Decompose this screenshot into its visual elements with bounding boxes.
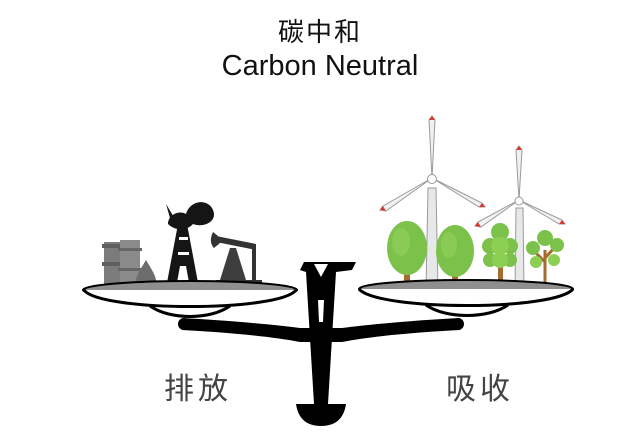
left-pan — [82, 280, 298, 318]
emission-label: 排放 — [164, 372, 232, 407]
right-pan — [357, 279, 575, 317]
tree-icon — [526, 230, 564, 288]
oil-barrel-icon — [102, 240, 142, 286]
balance-scale — [178, 262, 464, 426]
oil-derrick-icon — [166, 202, 214, 288]
tree-icon — [387, 221, 427, 288]
tree-icon — [482, 223, 518, 288]
title-chinese: 碳中和 — [277, 18, 362, 48]
title-english: Carbon Neutral — [221, 50, 419, 82]
wind-turbine-icon — [474, 145, 566, 291]
wind-turbine-icon — [379, 115, 486, 291]
pumpjack-icon — [210, 232, 262, 288]
absorption-label: 吸收 — [446, 372, 514, 407]
tree-icon — [436, 225, 474, 288]
